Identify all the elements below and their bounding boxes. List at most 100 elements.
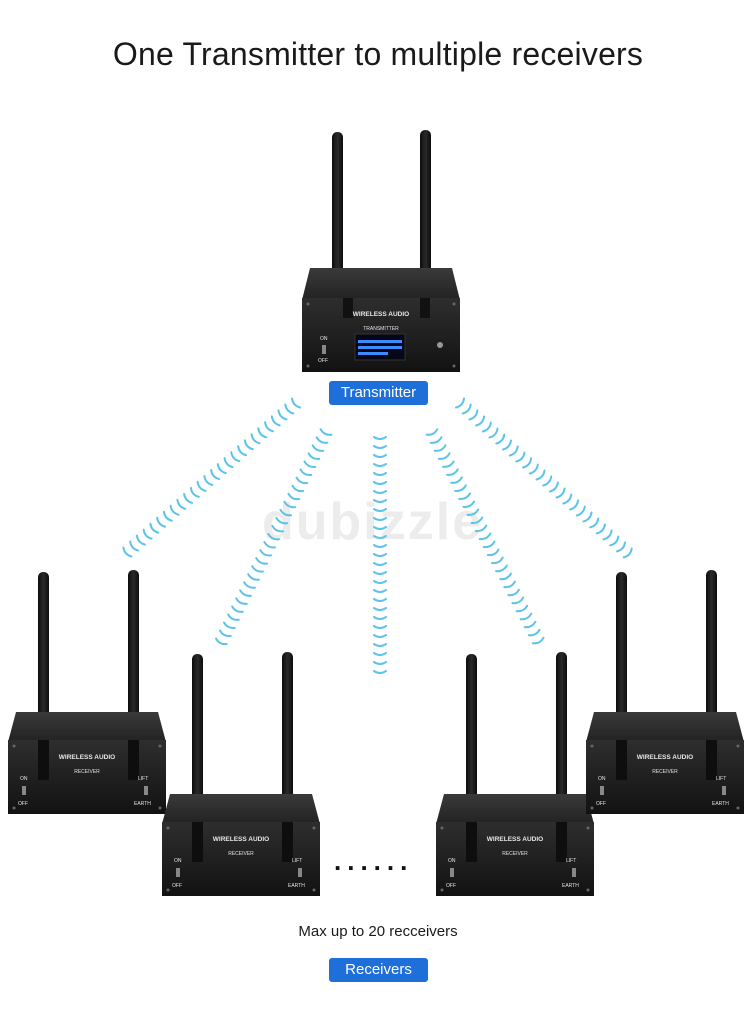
wave-arc <box>299 468 313 477</box>
wave-arc <box>250 433 261 445</box>
wave-arc <box>284 403 295 415</box>
wave-arc <box>475 415 486 427</box>
wave-arc <box>373 454 387 458</box>
device-model: RECEIVER <box>228 851 254 857</box>
wave-arc <box>495 564 508 573</box>
wave-arc <box>373 472 387 476</box>
wave-arc <box>523 620 537 629</box>
wave-arc <box>466 508 480 517</box>
wave-arc <box>227 613 240 621</box>
power-switch <box>450 868 454 877</box>
wave-arc <box>311 444 325 452</box>
wave-arc <box>189 486 200 498</box>
antenna-left <box>38 572 49 730</box>
antenna-right <box>556 652 567 812</box>
wave-arc <box>495 433 506 445</box>
wave-arc <box>239 589 252 597</box>
wave-arc <box>259 549 272 557</box>
wave-arc <box>315 436 329 444</box>
antenna-left <box>332 132 343 292</box>
wave-arc <box>251 565 264 573</box>
wave-arc <box>237 445 247 457</box>
wave-arc <box>450 476 463 484</box>
wave-arc <box>373 562 387 566</box>
wave-arc <box>243 439 254 451</box>
wave-arc <box>373 634 387 638</box>
wave-arc <box>589 517 600 529</box>
wave-arc <box>562 493 573 505</box>
wave-arc <box>555 487 566 499</box>
wave-arc <box>455 397 465 409</box>
wave-arc <box>373 508 387 512</box>
wave-arc <box>508 445 519 457</box>
wave-arc <box>528 463 539 475</box>
ground-switch <box>722 786 726 795</box>
wave-arc <box>461 403 472 415</box>
switch-lift-label: LIFT <box>292 858 302 864</box>
power-switch <box>322 345 326 354</box>
power-switch <box>176 868 180 877</box>
power-switch <box>22 786 26 795</box>
wave-arc <box>527 628 541 637</box>
wave-arc <box>609 535 620 547</box>
wave-arc <box>169 504 180 516</box>
wave-arc <box>319 428 333 436</box>
wave-arc <box>515 604 529 613</box>
wave-arc <box>295 476 309 485</box>
wave-arc <box>264 421 274 433</box>
wave-arc <box>307 452 321 460</box>
wave-arc <box>486 548 500 557</box>
wave-arc <box>470 516 484 525</box>
wave-arc <box>373 616 387 620</box>
wave-arc <box>271 524 285 533</box>
wave-arc <box>425 428 439 436</box>
wave-arc <box>373 589 387 593</box>
wave-arc <box>196 480 207 492</box>
wave-arc <box>255 557 268 565</box>
switch-on-label: ON <box>320 336 328 342</box>
wave-arc <box>482 540 496 549</box>
wave-arc <box>270 415 281 427</box>
wave-arc <box>373 445 387 449</box>
wave-arc <box>478 532 492 541</box>
wave-arc <box>277 409 288 421</box>
wave-arc <box>373 670 387 674</box>
wave-arc <box>373 436 387 440</box>
wave-arc <box>499 572 512 581</box>
wave-arc <box>373 481 387 485</box>
wave-arc <box>433 444 447 452</box>
wave-arc <box>122 546 133 558</box>
antenna-left <box>192 654 203 812</box>
wave-arc <box>176 498 187 510</box>
switch-earth-label: EARTH <box>134 801 151 807</box>
wave-arc <box>373 598 387 602</box>
wave-arc <box>231 605 244 613</box>
switch-off-label: OFF <box>446 883 456 889</box>
wave-arc <box>291 397 301 409</box>
wave-arc <box>373 553 387 557</box>
transmitter-device: WIRELESS AUDIO TRANSMITTER ON OFF <box>302 130 460 372</box>
wave-arc <box>474 524 488 533</box>
device-brand: WIRELESS AUDIO <box>213 836 269 843</box>
wave-arc <box>267 533 280 541</box>
wave-arc <box>535 469 546 481</box>
wave-arc <box>446 468 459 476</box>
wave-arc <box>247 573 260 581</box>
diagram-title: One Transmitter to multiple receivers <box>112 36 644 72</box>
wave-arc <box>569 499 580 511</box>
wave-arc <box>287 492 301 501</box>
wave-arc <box>442 460 455 468</box>
wave-arc <box>223 457 234 469</box>
wave-arc <box>429 436 443 444</box>
wave-arc <box>219 629 232 638</box>
wave-arc <box>210 469 220 480</box>
ground-switch <box>572 868 576 877</box>
switch-off-label: OFF <box>318 358 328 364</box>
wave-arc <box>373 625 387 629</box>
wave-arc <box>291 484 305 493</box>
switch-off-label: OFF <box>172 883 182 889</box>
wave-arc <box>257 427 268 439</box>
wave-arc <box>373 643 387 647</box>
transmitter-label: Transmitter <box>329 381 428 405</box>
